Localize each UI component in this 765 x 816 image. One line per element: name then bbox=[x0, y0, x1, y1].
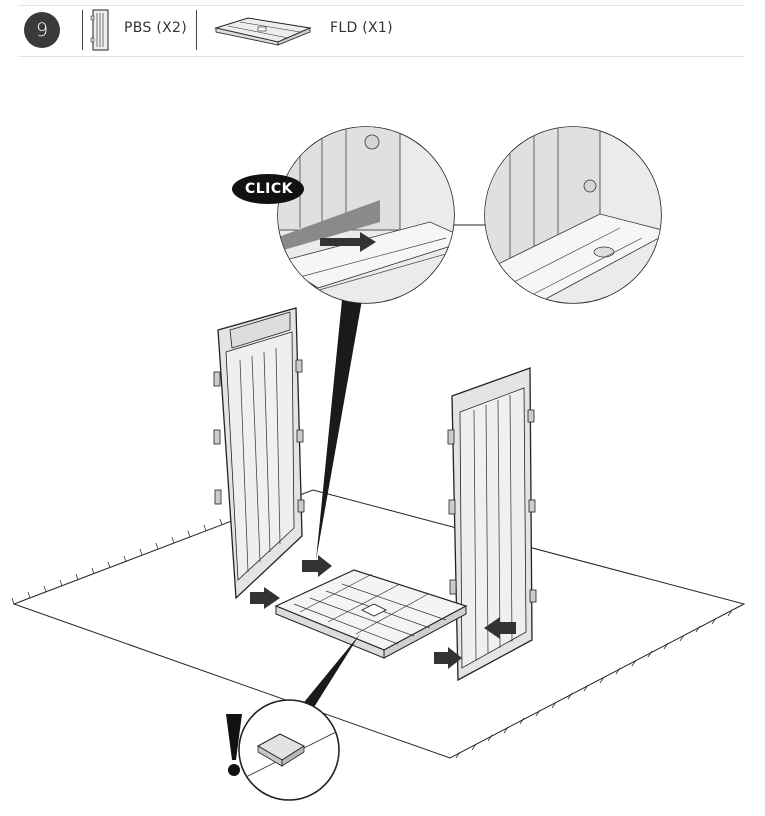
step-number-badge: 9 bbox=[24, 12, 60, 48]
header-top-rule bbox=[18, 5, 745, 6]
left-side-panel bbox=[213, 307, 305, 600]
detail-circle-foot bbox=[238, 699, 340, 801]
warning-exclamation-icon bbox=[226, 714, 242, 776]
insert-arrows bbox=[250, 555, 516, 669]
part-label-pbs: PBS (X2) bbox=[124, 20, 187, 36]
zoom-pointer-top bbox=[316, 300, 362, 560]
detail-circle-locked bbox=[484, 126, 662, 304]
detail-circle-click bbox=[277, 126, 455, 304]
zoom-pointer-bottom bbox=[296, 634, 360, 720]
parts-header: 9 PBS (X2) FLD (X1) bbox=[0, 0, 765, 60]
header-bottom-rule bbox=[18, 56, 745, 57]
part-label-fld: FLD (X1) bbox=[330, 20, 393, 36]
floor-base bbox=[274, 569, 468, 659]
floor-base-thumbnail-icon bbox=[214, 17, 312, 46]
header-separator bbox=[196, 10, 197, 50]
assembly-illustration bbox=[11, 126, 746, 801]
click-tag-shape bbox=[232, 174, 304, 204]
right-side-panel bbox=[447, 367, 537, 682]
click-label: CLICK bbox=[244, 181, 294, 197]
side-panel-thumbnail-icon bbox=[90, 9, 109, 51]
header-separator bbox=[82, 10, 83, 50]
